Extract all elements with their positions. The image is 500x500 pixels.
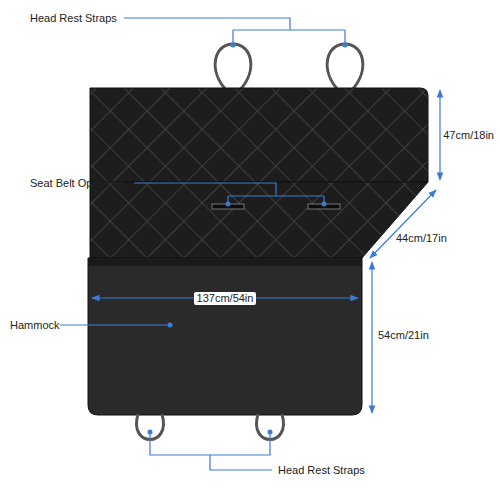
seat-panel [90,182,428,258]
strap-loops [137,414,284,440]
callout-label: Head Rest Straps [30,12,117,25]
callout-label: Hammock [10,319,60,332]
hammock-panel [88,258,362,415]
callout-label: Head Rest Straps [278,464,365,477]
dimension-label: 47cm/18in [443,129,494,142]
dimension-label: 44cm/17in [396,232,447,245]
hammock-hem [88,258,362,266]
leader-dots [148,43,348,435]
callout-label: Seat Belt Openings [30,177,125,190]
back-panel [90,88,428,182]
dimension-label: 54cm/21in [378,329,429,342]
dimension-label: 137cm/54in [194,292,257,305]
dimension-lines [92,90,440,413]
strap-loops [215,44,363,90]
leader-lines [60,18,345,470]
